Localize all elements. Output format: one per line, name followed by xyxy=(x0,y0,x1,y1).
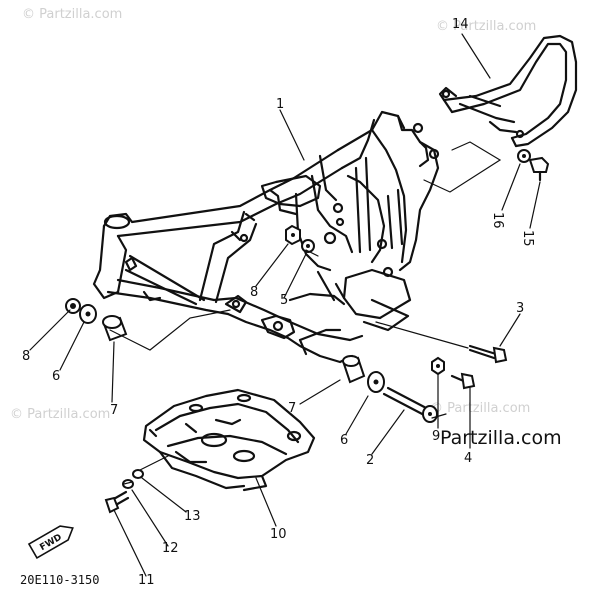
callout-9: 9 xyxy=(432,429,440,444)
callout-12: 12 xyxy=(162,541,179,556)
nut-part-8-upper xyxy=(285,224,301,246)
nut-part-9 xyxy=(431,356,445,376)
watermark-mid-left: © Partzilla.com xyxy=(10,407,110,422)
diagram-code: 20E110-3150 xyxy=(20,573,99,587)
assembly-guide-lines xyxy=(109,141,502,471)
bushing-part-7-right xyxy=(342,355,366,384)
bolt-part-15 xyxy=(528,156,550,182)
callout-2: 2 xyxy=(366,453,374,468)
washer-part-5 xyxy=(301,239,315,253)
callout-11: 11 xyxy=(138,573,155,588)
callout-3: 3 xyxy=(516,301,524,316)
brand-overlay: Partzilla.com xyxy=(440,427,562,449)
watermark-top-left: © Partzilla.com xyxy=(22,7,122,22)
callout-1: 1 xyxy=(276,97,284,112)
callout-8-left: 8 xyxy=(22,349,30,364)
leader-lines xyxy=(29,33,541,577)
bushing-part-7-left xyxy=(102,315,128,342)
nut-part-8-left xyxy=(65,298,81,314)
callout-13: 13 xyxy=(184,509,201,524)
callout-5: 5 xyxy=(280,293,288,308)
main-frame xyxy=(92,110,440,364)
bolt-part-2 xyxy=(382,386,438,423)
callout-6-left: 6 xyxy=(52,369,60,384)
callout-16: 16 xyxy=(490,212,505,229)
callout-7-right: 7 xyxy=(288,401,296,416)
washer-part-12 xyxy=(122,479,134,489)
callout-4: 4 xyxy=(464,451,472,466)
callout-labels: 1 14 16 15 8 5 3 8 6 7 7 6 2 9 4 13 10 1… xyxy=(22,17,535,588)
callout-7-left: 7 xyxy=(110,403,118,418)
bolt-part-3 xyxy=(468,344,508,364)
watermark-top-right: © Partzilla.com xyxy=(436,19,536,34)
skid-plate xyxy=(142,388,316,492)
callout-14: 14 xyxy=(452,17,469,32)
callout-8-upper: 8 xyxy=(250,285,258,300)
bolt-part-11 xyxy=(104,490,130,514)
watermark-bottom-right: © Partzilla.com xyxy=(430,401,530,416)
washer-part-16 xyxy=(517,149,531,163)
callout-6-right: 6 xyxy=(340,433,348,448)
bolt-part-4 xyxy=(450,372,476,390)
fwd-arrow-icon: FWD xyxy=(27,525,74,560)
callout-15: 15 xyxy=(520,230,535,247)
washer-part-6-right xyxy=(367,371,385,393)
washer-part-13 xyxy=(132,469,144,479)
washer-part-6-left xyxy=(79,304,97,324)
rear-carrier-bar xyxy=(438,34,578,148)
callout-10: 10 xyxy=(270,527,287,542)
